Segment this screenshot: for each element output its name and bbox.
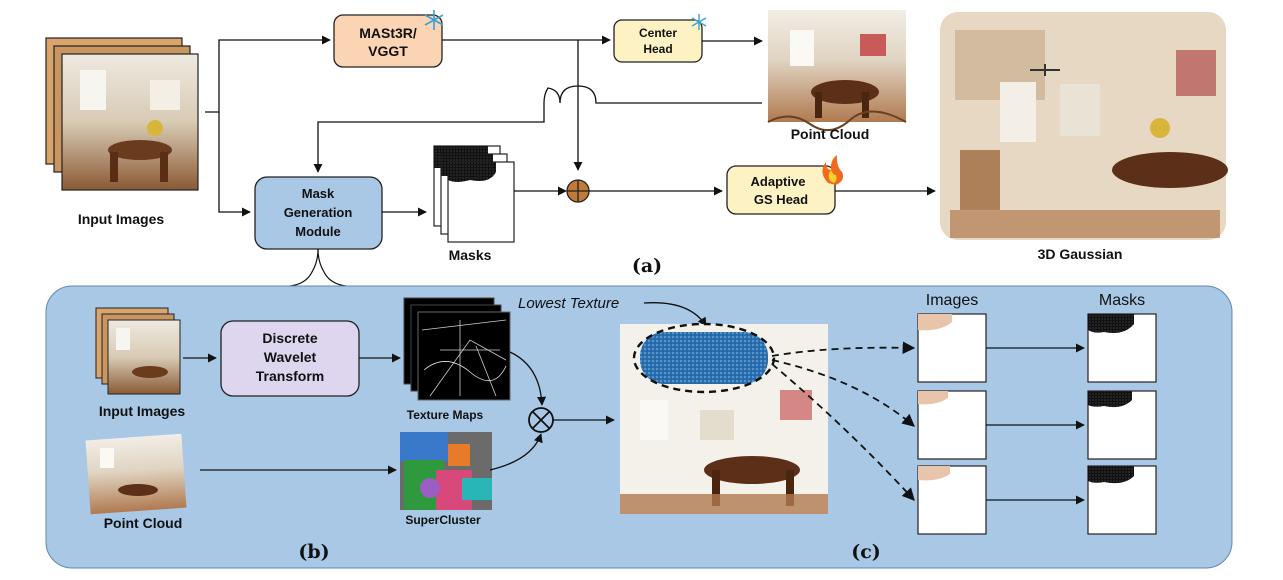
edge-point-cloud-to-mask-module (313, 85, 762, 173)
backbone-box: MASt3R/ VGGT (333, 14, 443, 68)
input-images-label-b: Input Images (99, 403, 186, 419)
images-header: Images (926, 292, 978, 309)
edge-lowest-texture-pointer (643, 302, 707, 327)
brace-left (289, 248, 319, 287)
output-label: 3D Gaussian (1038, 246, 1123, 262)
adaptive-gs-head-box: Adaptive GS Head (726, 165, 836, 215)
masks-label-a: Masks (449, 247, 492, 263)
edge-texture-to-multiply (509, 351, 547, 406)
dashed-edge-crop-3 (771, 363, 915, 501)
panel-b-label: (b) (298, 541, 329, 563)
crop-mask-2 (1087, 390, 1157, 460)
snowflake-icon (691, 14, 707, 30)
crop-mask-1 (1087, 313, 1157, 383)
edge-input-to-backbone (205, 35, 331, 113)
texture-maps-label: Texture Maps (407, 408, 484, 422)
gaussian-output-image (940, 12, 1228, 240)
adaptive-head-line2: GS Head (754, 192, 808, 207)
input-image-stack-a (45, 37, 199, 191)
edge-input-to-mask-module (218, 112, 251, 217)
input-image-stack-b (95, 307, 181, 395)
point-cloud-label-b: Point Cloud (104, 515, 183, 531)
mask-generation-module-box: Mask Generation Module (254, 176, 383, 250)
dwt-line3: Transform (256, 368, 324, 384)
mask-module-line2: Generation (284, 205, 353, 220)
dwt-box: Discrete Wavelet Transform (220, 320, 360, 397)
texture-maps-stack (403, 297, 511, 401)
crop-image-1 (917, 313, 987, 383)
lowest-texture-label: Lowest Texture (518, 295, 619, 312)
dashed-edge-crop-1 (771, 341, 916, 357)
point-cloud-image-a (767, 10, 907, 131)
center-head-line1: Center (639, 26, 677, 40)
scene-texture-image (620, 324, 828, 514)
point-cloud-image-b (85, 433, 187, 515)
backbone-label-line2: VGGT (368, 43, 408, 59)
fire-icon (822, 155, 844, 185)
supercluster-label: SuperCluster (405, 513, 481, 527)
backbone-label-line1: MASt3R/ (359, 25, 417, 41)
sum-node (566, 179, 590, 203)
mask-module-line1: Mask (302, 186, 335, 201)
panel-c-label: (c) (851, 541, 881, 563)
point-cloud-label-a: Point Cloud (791, 126, 870, 142)
dwt-line2: Wavelet (264, 349, 317, 365)
lowest-texture-region (632, 322, 776, 394)
center-head-line2: Head (643, 42, 672, 56)
adaptive-head-line1: Adaptive (751, 174, 806, 189)
supercluster-image (400, 432, 492, 510)
snowflake-icon (424, 10, 444, 30)
panel-a-label: (a) (632, 255, 662, 277)
dwt-line1: Discrete (262, 330, 317, 346)
edge-supercluster-to-multiply (489, 433, 543, 471)
masks-stack-a (433, 145, 515, 243)
center-head-box: Center Head (613, 19, 703, 63)
masks-header: Masks (1099, 292, 1145, 309)
brace-right (317, 248, 347, 287)
input-images-label-a: Input Images (78, 211, 165, 227)
crop-image-3 (917, 465, 987, 535)
crop-image-2 (917, 390, 987, 460)
crop-mask-3 (1087, 465, 1157, 535)
mask-module-line3: Module (295, 224, 341, 239)
